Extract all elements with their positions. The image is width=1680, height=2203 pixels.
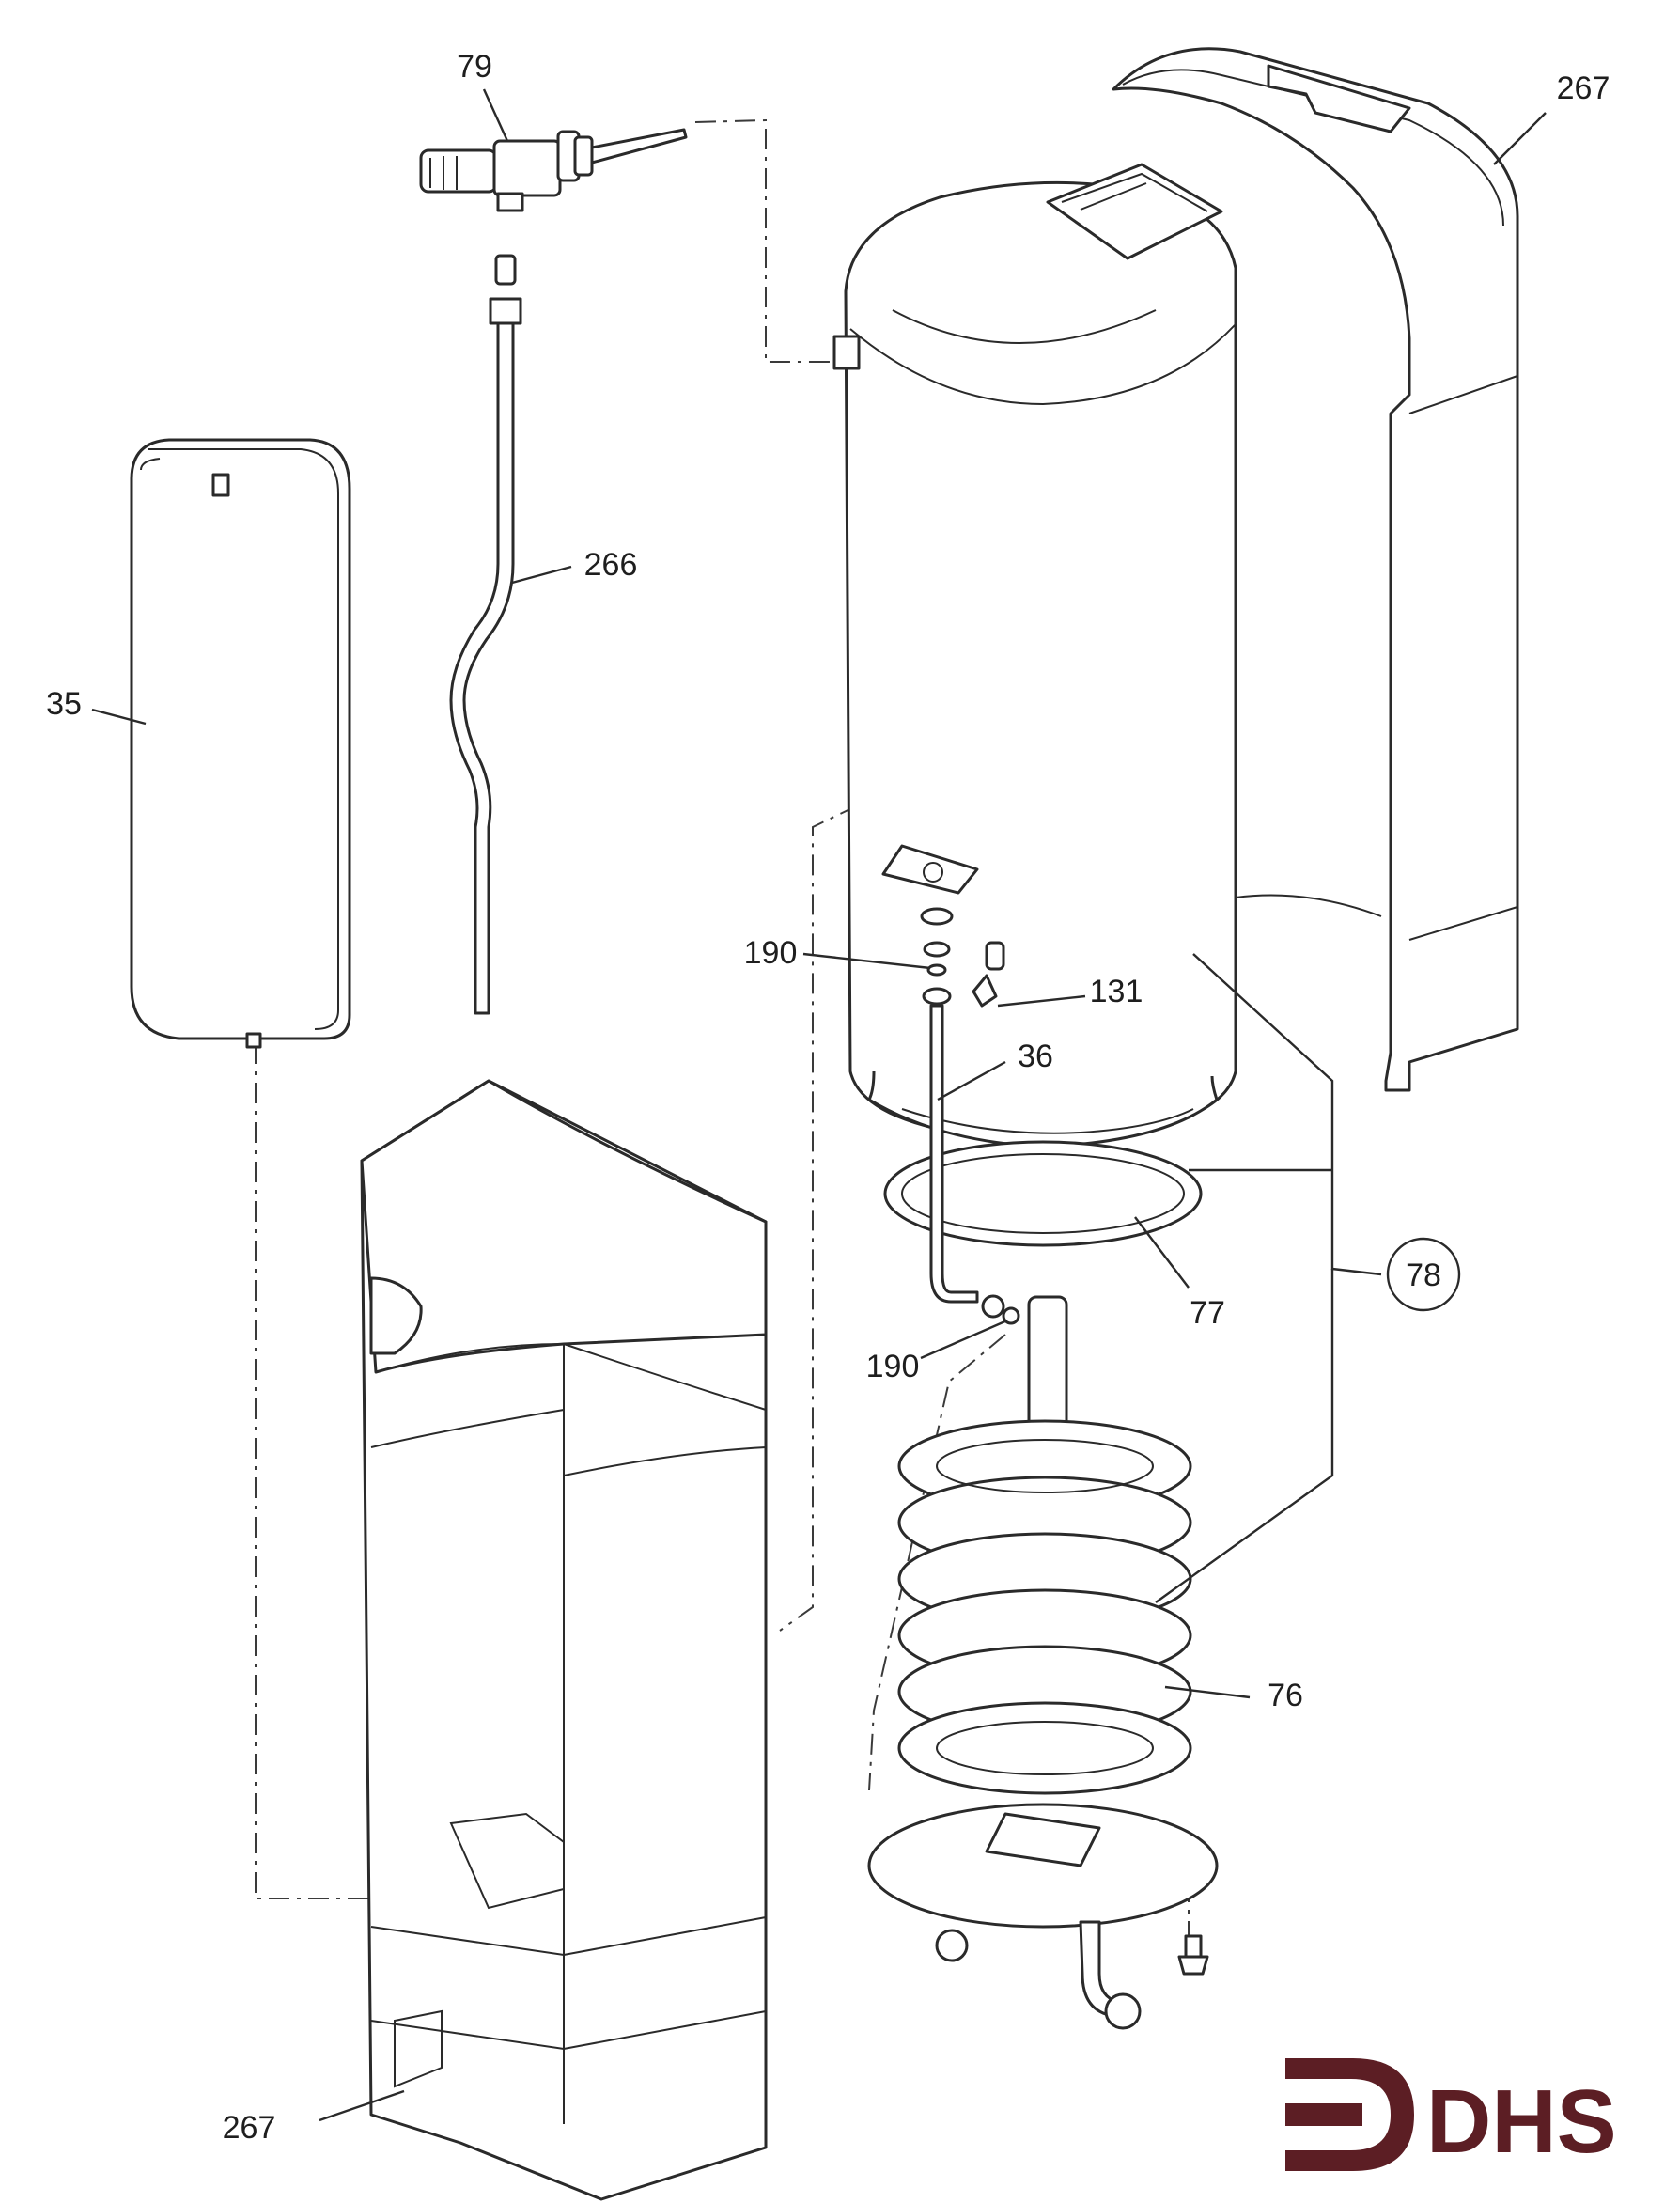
dhs-logo-text: DHS <box>1426 2071 1617 2172</box>
expansion-vessel <box>130 438 351 1049</box>
callout-labels: 79 267 266 35 190 131 36 78 77 190 76 26… <box>46 49 1610 2146</box>
callout-190-top: 190 <box>744 935 798 971</box>
connecting-pipe <box>449 254 522 1015</box>
callout-267-bottom: 267 <box>223 2110 276 2146</box>
callout-36: 36 <box>1018 1039 1053 1074</box>
callout-190-bottom: 190 <box>866 1349 920 1384</box>
callout-78: 78 <box>1406 1258 1441 1293</box>
callout-77: 77 <box>1190 1295 1225 1331</box>
callout-131: 131 <box>1090 974 1143 1009</box>
assembly-callout-circle <box>1386 1237 1461 1312</box>
dhs-logo: DHS <box>1285 2058 1617 2172</box>
fittings-group <box>920 907 1020 1325</box>
callout-79: 79 <box>457 49 492 85</box>
dhs-logo-mark <box>1285 2058 1414 2171</box>
leader-lines <box>91 88 1547 2122</box>
callout-266: 266 <box>584 547 638 583</box>
callout-76: 76 <box>1268 1678 1303 1713</box>
callout-267-top: 267 <box>1557 70 1610 106</box>
casing-front-half <box>360 1079 768 2201</box>
hot-water-cylinder <box>832 163 1237 1247</box>
callout-35: 35 <box>46 686 82 722</box>
casing-rear-half <box>1112 47 1519 1092</box>
heat-exchanger-coil <box>867 1295 1219 2030</box>
pressure-relief-valve <box>419 128 688 212</box>
